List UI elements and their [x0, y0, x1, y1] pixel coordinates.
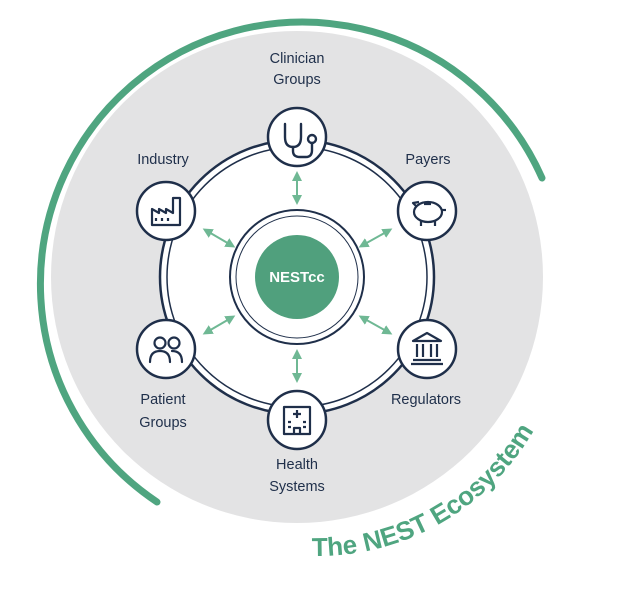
piggy-bank-icon	[411, 200, 446, 226]
node-label-clinician-line1: Clinician	[270, 51, 325, 67]
node-label-regulators: Regulators	[391, 392, 461, 408]
node-industry: Industry	[135, 152, 197, 242]
center-hub	[255, 235, 339, 319]
arrow-industry	[202, 228, 236, 248]
center-label: NESTcc	[269, 269, 325, 286]
node-clinician-groups: Clinician Groups	[266, 51, 328, 168]
node-health-systems: Health Systems	[266, 389, 328, 495]
stethoscope-icon	[283, 122, 318, 159]
node-payers: Payers	[396, 152, 458, 242]
node-patient-groups: Patient Groups	[135, 318, 197, 431]
bank-building-icon	[411, 331, 443, 366]
node-regulators: Regulators	[391, 318, 461, 408]
node-label-clinician-line2: Groups	[273, 72, 321, 88]
outer-green-arc	[36, 18, 546, 506]
node-label-patient-line2: Groups	[139, 415, 187, 431]
hospital-icon	[282, 405, 312, 436]
node-label-payers: Payers	[405, 152, 450, 168]
factory-icon	[150, 196, 182, 227]
connector-arrows	[202, 171, 393, 383]
arrow-regulators	[358, 315, 393, 335]
node-label-health-line1: Health	[276, 457, 318, 473]
arrow-payers	[358, 228, 393, 248]
node-label-industry: Industry	[137, 152, 189, 168]
node-label-health-line2: Systems	[269, 479, 325, 495]
people-icon	[148, 336, 184, 364]
arrow-patient-groups	[202, 315, 236, 335]
node-label-patient-line1: Patient	[140, 392, 185, 408]
